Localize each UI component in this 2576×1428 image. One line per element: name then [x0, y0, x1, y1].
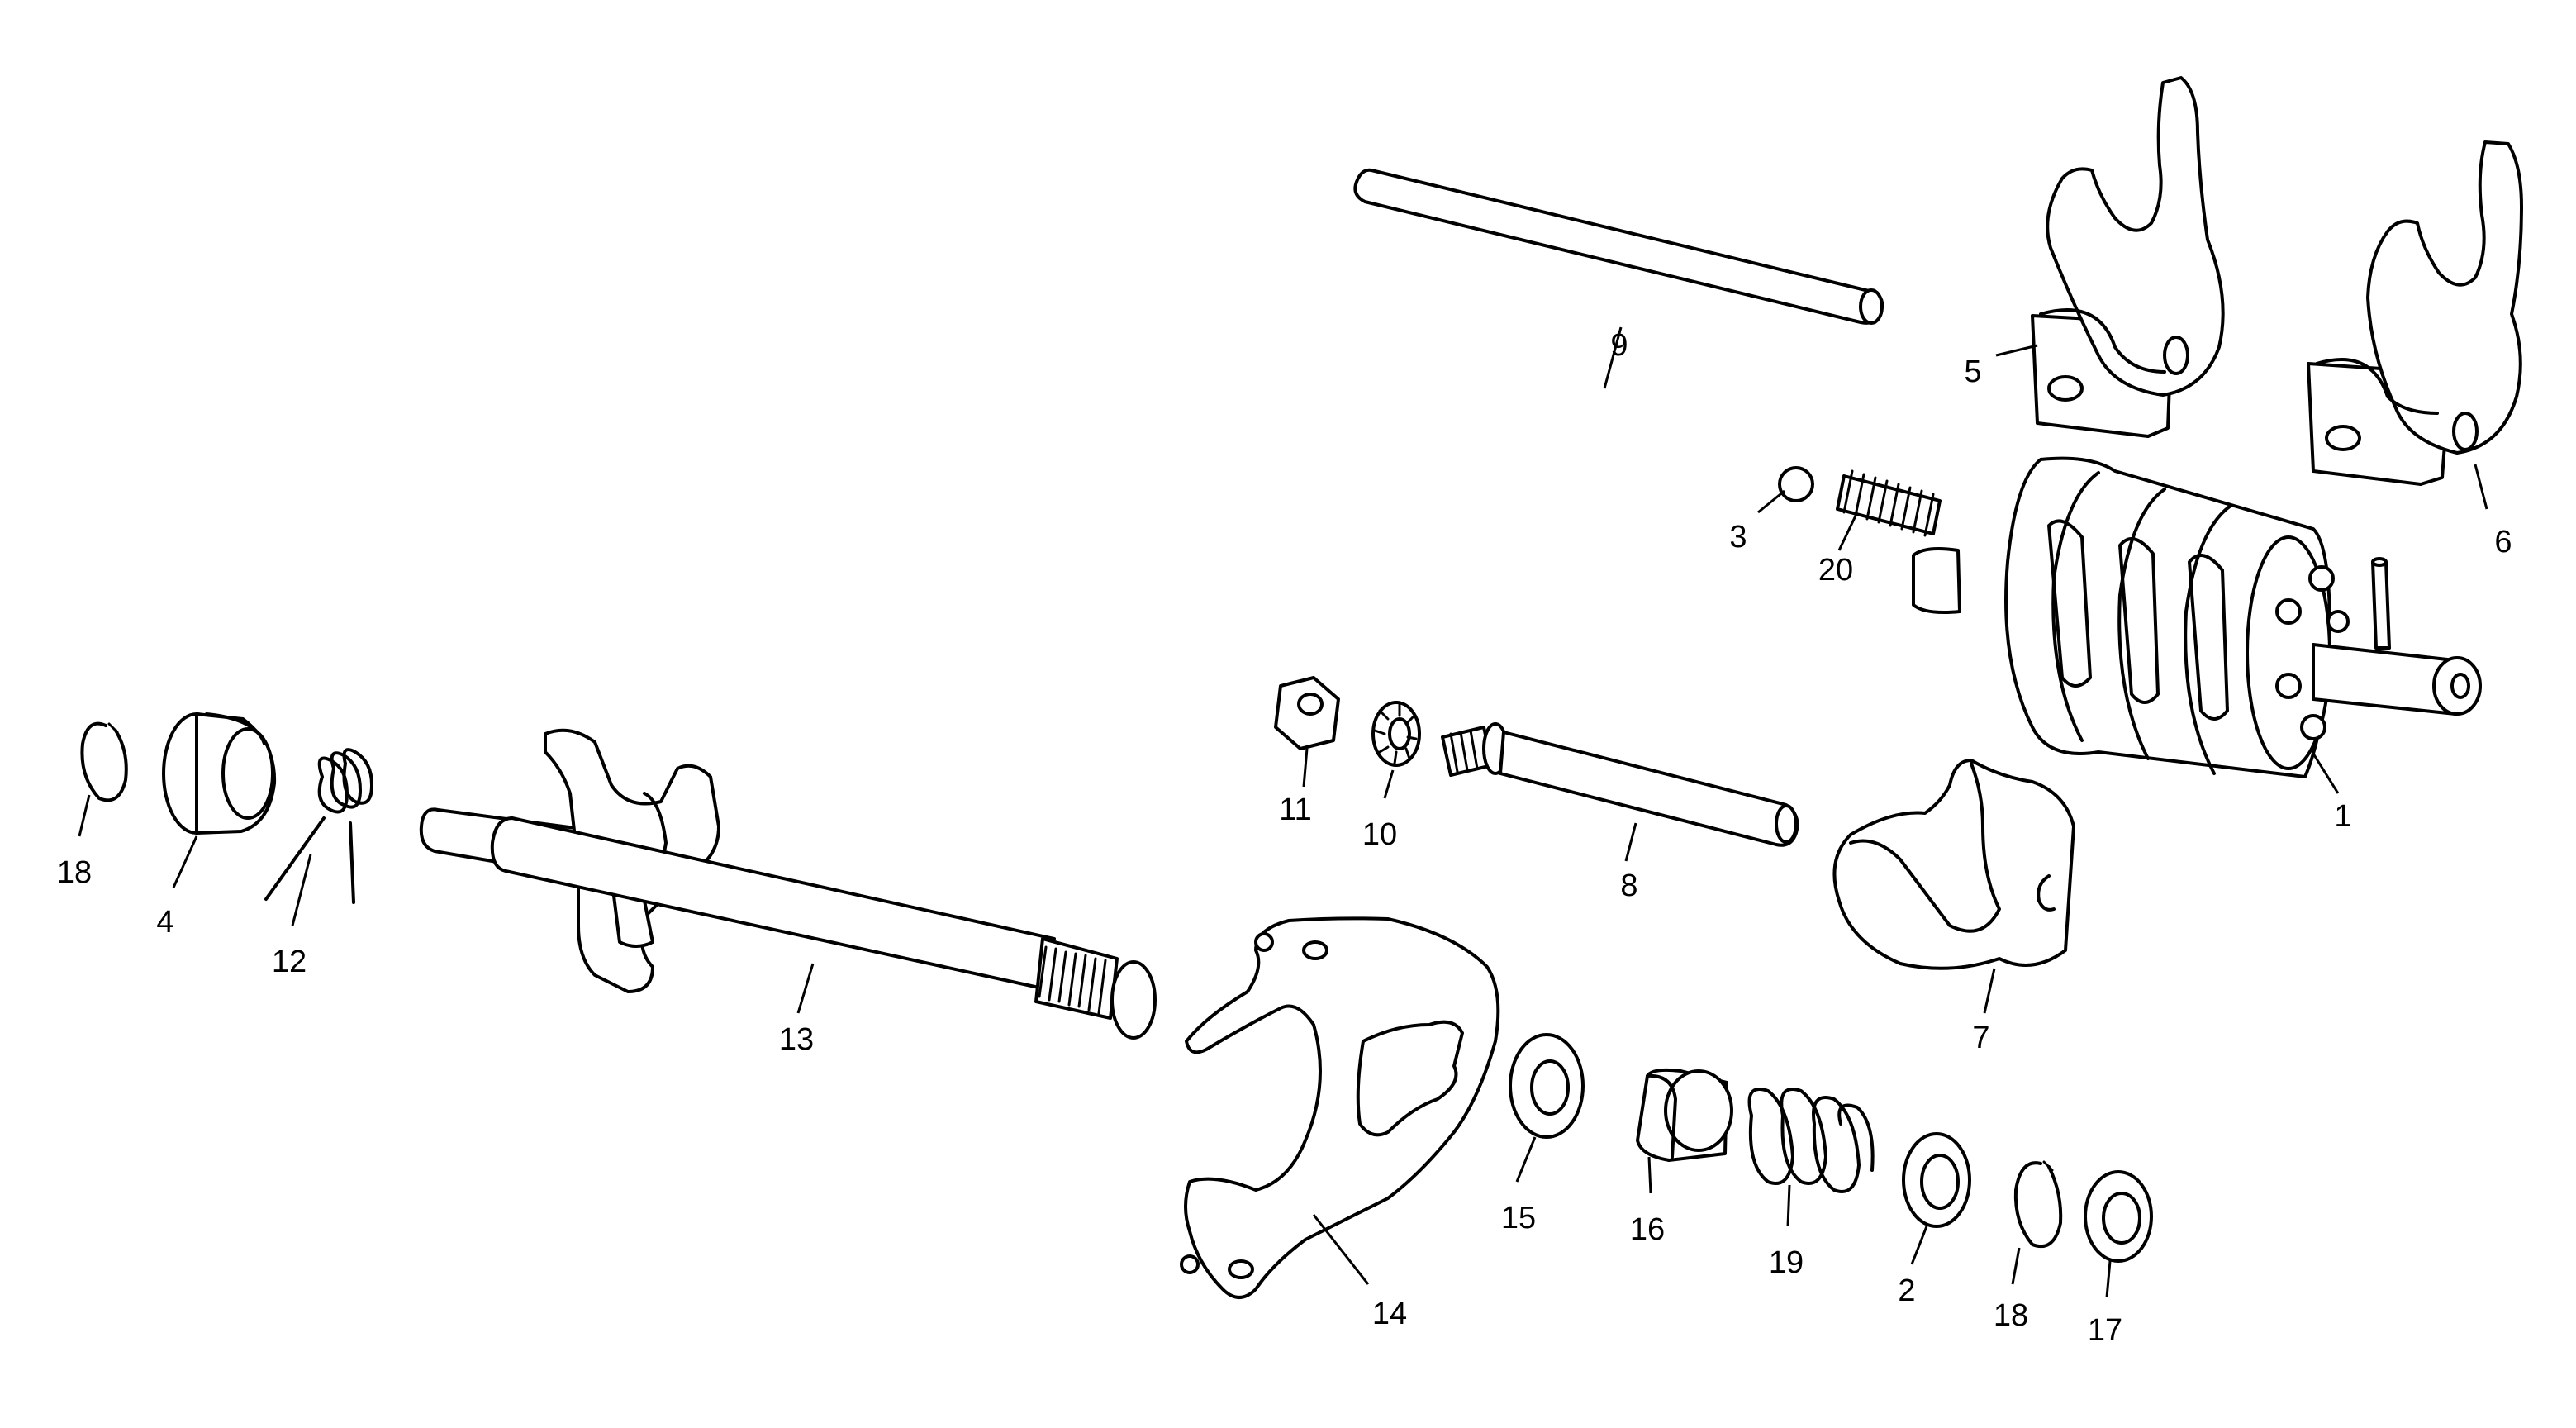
part-7-cam	[1832, 759, 2075, 970]
label-part-18-right: 18	[1994, 1298, 2028, 1333]
label-part-18-left: 18	[57, 855, 92, 890]
part-8-pin	[1441, 722, 1799, 847]
part-14-shift-plate	[1180, 916, 1500, 1299]
part-13-shift-shaft	[419, 728, 1157, 1040]
part-10-lock-washer	[1371, 701, 1421, 767]
label-part-12: 12	[272, 945, 307, 979]
label-part-2: 2	[1898, 1273, 1915, 1308]
label-part-14: 14	[1372, 1297, 1407, 1331]
part-16-bush	[1636, 1068, 1733, 1162]
part-19-coil-spring	[1747, 1088, 1875, 1193]
label-part-10: 10	[1362, 817, 1397, 852]
leader-lines	[78, 326, 2488, 1298]
part-18-circlip-right	[2013, 1160, 2063, 1249]
label-part-19: 19	[1769, 1245, 1804, 1280]
label-part-15: 15	[1501, 1201, 1536, 1235]
label-part-3: 3	[1729, 520, 1747, 555]
label-part-17: 17	[2088, 1313, 2122, 1348]
part-3-ball	[1778, 466, 1814, 502]
label-part-13: 13	[779, 1022, 814, 1057]
label-part-20: 20	[1818, 553, 1853, 588]
label-part-16: 16	[1630, 1212, 1665, 1247]
part-4-bush	[162, 712, 277, 835]
part-labels: 9 5 6 3 20 1 11 10 8 7 18 4 12 13 14 15 …	[57, 328, 2512, 1348]
label-part-4: 4	[156, 905, 173, 940]
part-15-washer	[1509, 1033, 1585, 1139]
part-9-rod	[1353, 168, 1884, 325]
part-20-spring	[1836, 469, 1942, 537]
part-1-shift-drum	[1912, 456, 2482, 778]
part-18-circlip-left	[80, 721, 128, 802]
label-part-6: 6	[2494, 525, 2512, 559]
part-6-shift-fork	[2307, 140, 2523, 486]
label-part-5: 5	[1964, 355, 1981, 389]
part-2-washer	[1902, 1132, 1971, 1228]
label-part-11: 11	[1279, 793, 1311, 827]
label-part-1: 1	[2334, 799, 2351, 834]
part-12-torsion-spring	[264, 748, 373, 904]
label-part-7: 7	[1972, 1021, 1989, 1055]
part-5-shift-fork	[2031, 76, 2225, 438]
label-part-9: 9	[1610, 328, 1628, 363]
label-part-8: 8	[1620, 869, 1637, 903]
part-11-nut	[1274, 676, 1340, 750]
part-17-washer	[2084, 1170, 2153, 1263]
